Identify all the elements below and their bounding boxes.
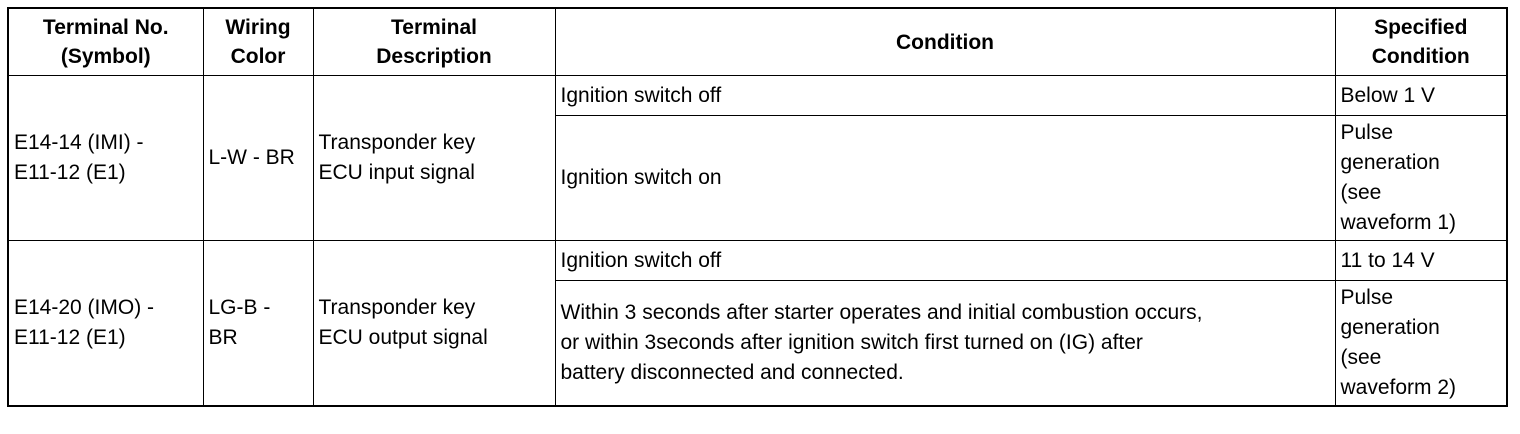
condition-cell: Ignition switch off	[554, 75, 1336, 116]
table-row: Within 3 seconds after starter operates …	[8, 280, 1508, 407]
spec-cell: Pulse generation (see waveform 1)	[1334, 115, 1508, 241]
terminal-spec-table: Terminal No. (Symbol) Wiring Color Termi…	[7, 7, 1508, 407]
spec-cell: 11 to 14 V	[1334, 240, 1508, 281]
table-row: Ignition switch on Pulse generation (see…	[8, 115, 1508, 241]
header-terminal-no: Terminal No. (Symbol)	[7, 7, 204, 76]
terminal-cell: E14-20 (IMO) - E11-12 (E1)	[7, 240, 204, 407]
spec-cell: Pulse generation (see waveform 2)	[1334, 280, 1508, 407]
condition-cell: Ignition switch on	[554, 115, 1336, 241]
wiring-color-cell: L-W - BR	[202, 75, 314, 241]
header-wiring-color: Wiring Color	[202, 7, 314, 76]
table-row: E14-14 (IMI) - E11-12 (E1) L-W - BR Tran…	[7, 75, 1508, 241]
wiring-color-cell: LG-B - BR	[202, 240, 314, 407]
description-cell: Transponder key ECU output signal	[312, 240, 556, 407]
spec-cell: Below 1 V	[1334, 75, 1508, 116]
terminal-cell: E14-14 (IMI) - E11-12 (E1)	[7, 75, 204, 241]
header-row: Terminal No. (Symbol) Wiring Color Termi…	[7, 7, 1508, 76]
header-specified-condition: Specified Condition	[1334, 7, 1508, 76]
table-row: E14-20 (IMO) - E11-12 (E1) LG-B - BR Tra…	[7, 240, 1508, 407]
condition-cell: Ignition switch off	[554, 240, 1336, 281]
condition-cell: Within 3 seconds after starter operates …	[554, 280, 1336, 407]
header-terminal-description: Terminal Description	[312, 7, 556, 76]
header-condition: Condition	[554, 7, 1336, 76]
description-cell: Transponder key ECU input signal	[312, 75, 556, 241]
